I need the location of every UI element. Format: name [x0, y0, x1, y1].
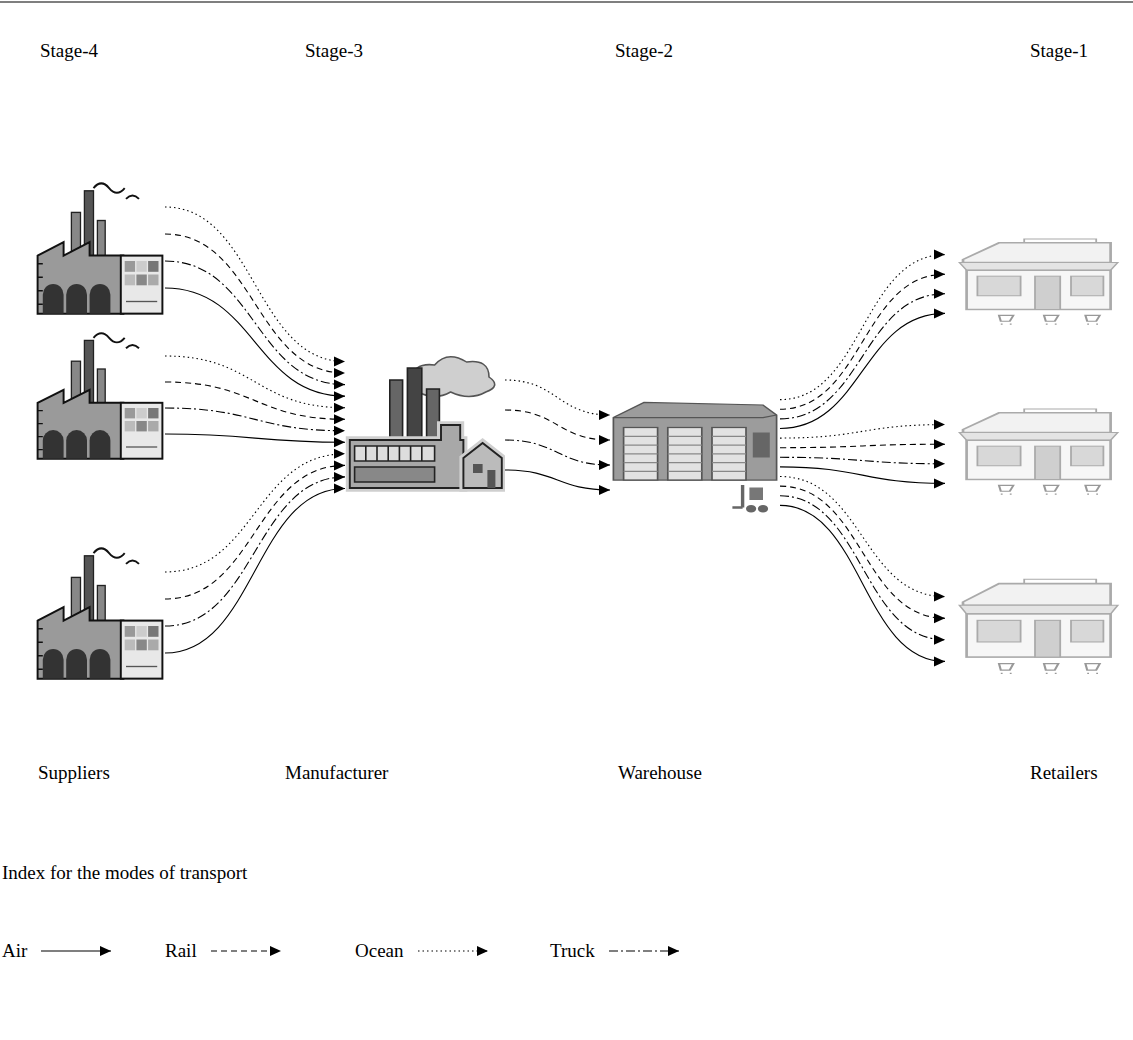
transport-connector	[505, 410, 610, 440]
transport-connector	[505, 440, 610, 465]
transport-connector	[165, 465, 345, 599]
transport-connector	[165, 261, 345, 385]
legend-sample	[609, 944, 681, 958]
supplier-icon	[35, 330, 165, 460]
supplier-illustration	[35, 180, 165, 315]
transport-connector	[165, 234, 345, 373]
stage-label: Stage-4	[40, 40, 98, 63]
tier-label: Suppliers	[38, 762, 110, 785]
legend-heading: Index for the modes of transport	[2, 862, 247, 885]
transport-connector	[780, 294, 945, 419]
legend-entry: Truck	[550, 940, 681, 963]
top-rule	[0, 1, 1133, 2]
transport-connector	[780, 505, 945, 661]
transport-connector	[165, 408, 345, 431]
transport-connector	[780, 274, 945, 409]
transport-connector	[165, 488, 345, 653]
transport-connector	[780, 255, 945, 400]
retailer-illustration	[945, 405, 1125, 503]
transport-connector	[780, 486, 945, 618]
transport-connector	[780, 313, 945, 428]
transport-connector	[165, 382, 345, 419]
legend-text: Rail	[165, 940, 197, 963]
legend-sample	[41, 944, 113, 958]
manufacturer-icon	[345, 350, 505, 500]
legend-text: Truck	[550, 940, 595, 963]
transport-connector	[780, 457, 945, 463]
transport-connector	[780, 467, 945, 483]
manufacturer-illustration	[345, 350, 505, 500]
transport-connector	[780, 496, 945, 640]
tier-label: Retailers	[1030, 762, 1098, 785]
stage-label: Stage-2	[615, 40, 673, 63]
retailer-icon	[945, 405, 1125, 503]
legend-entry: Ocean	[355, 940, 490, 963]
legend-entry: Air	[2, 940, 113, 963]
retailer-illustration	[945, 575, 1125, 683]
transport-connector	[165, 356, 345, 408]
warehouse-icon	[610, 390, 780, 515]
transport-connector	[165, 454, 345, 572]
warehouse-illustration	[610, 390, 780, 515]
legend-sample	[418, 944, 490, 958]
transport-connector	[165, 434, 345, 442]
retailer-illustration	[945, 235, 1125, 333]
supplier-illustration	[35, 545, 165, 680]
transport-connector	[505, 380, 610, 415]
retailer-icon	[945, 235, 1125, 333]
supplier-illustration	[35, 330, 165, 460]
transport-connector	[505, 470, 610, 490]
retailer-icon	[945, 575, 1125, 683]
tier-label: Warehouse	[618, 762, 702, 785]
transport-connector	[165, 288, 345, 396]
transport-connector	[780, 444, 945, 447]
transport-connector	[165, 477, 345, 626]
legend-text: Air	[2, 940, 27, 963]
legend-sample	[211, 944, 283, 958]
legend-text: Ocean	[355, 940, 404, 963]
transport-connector	[780, 425, 945, 438]
stage-label: Stage-3	[305, 40, 363, 63]
transport-connector	[780, 477, 945, 597]
supplier-icon	[35, 545, 165, 680]
stage-label: Stage-1	[1030, 40, 1088, 63]
supplier-icon	[35, 180, 165, 315]
legend-entry: Rail	[165, 940, 283, 963]
tier-label: Manufacturer	[285, 762, 388, 785]
transport-connector	[165, 207, 345, 362]
